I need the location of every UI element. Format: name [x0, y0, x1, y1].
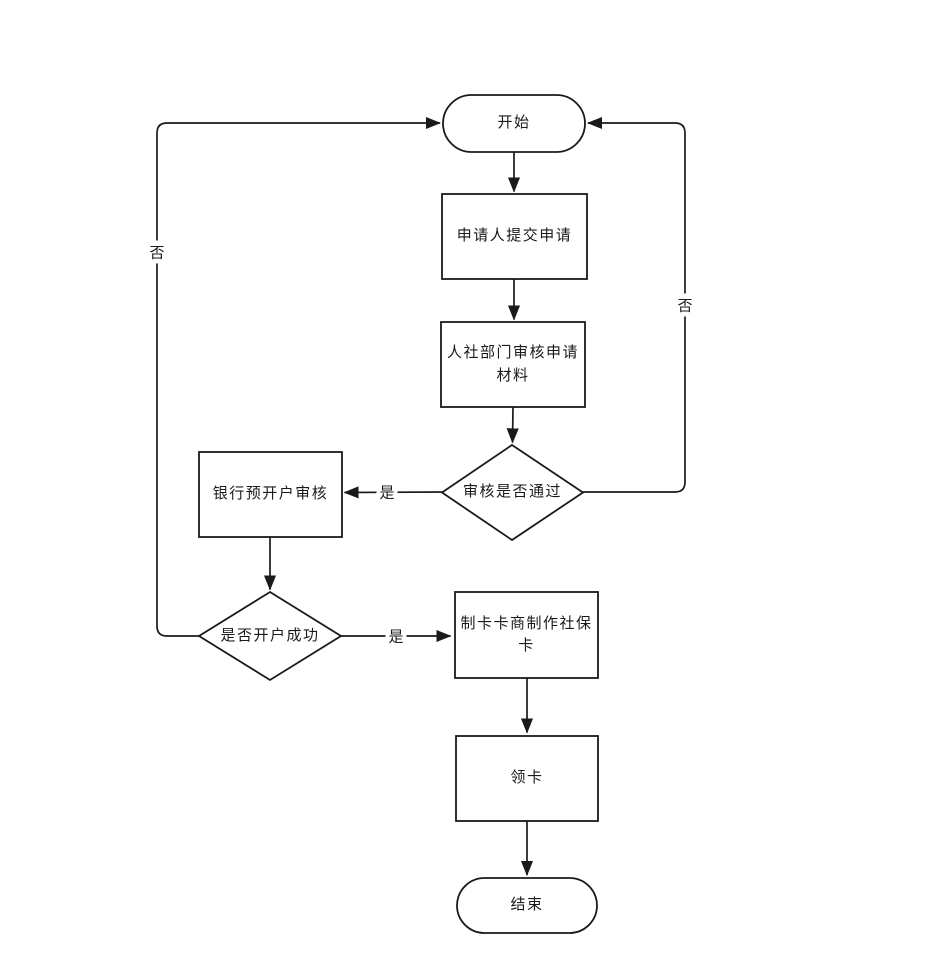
receive-card-node-shape — [455, 735, 599, 822]
edge-decision-no-to-start — [583, 116, 686, 493]
review-node-shape — [440, 321, 586, 408]
open-decision-shape — [197, 590, 343, 682]
make-card-node-shape — [454, 591, 599, 679]
edge-label-review-no: 否 — [674, 293, 696, 317]
edge-open-no-to-start — [156, 116, 442, 637]
edge-label-review-yes: 是 — [376, 480, 398, 504]
bank-review-node-label: 银行预开户审核 — [212, 485, 329, 503]
bank-review-node-shape — [198, 451, 343, 538]
review-decision-label: 审核是否通过 — [462, 483, 562, 501]
end-node-label: 结束 — [510, 896, 544, 914]
end-node-shape — [456, 877, 598, 934]
submit-node-label: 申请人提交申请 — [456, 227, 573, 245]
submit-node-shape — [441, 193, 588, 280]
make-card-node-label: 制卡卡商制作社保卡 — [460, 614, 593, 655]
review-decision-shape — [440, 443, 585, 542]
start-node-label: 开始 — [497, 114, 531, 132]
edge-label-open-yes: 是 — [385, 624, 407, 648]
review-node-label: 人社部门审核申请材料 — [446, 344, 579, 384]
open-decision-label: 是否开户成功 — [220, 626, 320, 644]
edge-label-open-no: 否 — [146, 240, 168, 264]
start-node-shape — [442, 94, 586, 153]
edge-review-to-decision — [506, 406, 519, 444]
receive-card-node-label: 领卡 — [510, 769, 544, 787]
